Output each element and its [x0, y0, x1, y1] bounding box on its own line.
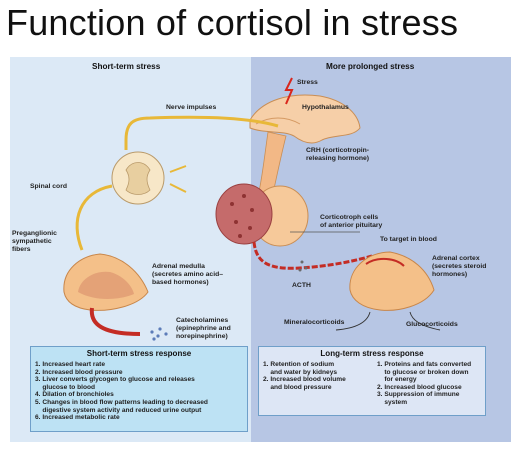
- list-item: and blood pressure: [263, 383, 332, 391]
- glucocorticoid-arrow: [409, 311, 441, 331]
- list-item: 1. Increased heart rate: [35, 361, 106, 368]
- prolonged-stress-header: More prolonged stress: [326, 62, 415, 71]
- adrenal-medulla-label: Adrenal medulla(secretes amino acid–base…: [152, 263, 224, 286]
- spinal-cord-label: Spinal cord: [30, 183, 68, 190]
- short-term-response-list: 1. Increased heart rate 2. Increased blo…: [31, 361, 247, 422]
- long-term-response-title: Long-term stress response: [320, 349, 424, 358]
- mineralocorticoid-arrow: [335, 311, 371, 331]
- short-term-response-box: Short-term stress response 1. Increased …: [30, 346, 248, 432]
- list-item: 6. Increased metabolic rate: [35, 414, 120, 422]
- mineralocorticoid-effects-list: 1. Retention of sodium and water by kidn…: [259, 361, 367, 407]
- list-item: to glucose or broken down: [377, 368, 469, 376]
- mineralocorticoids-label: Mineralocorticoids: [284, 319, 345, 326]
- anterior-pituitary: [215, 183, 273, 245]
- page-title: Function of cortisol in stress: [6, 2, 459, 43]
- list-item: 1. Retention of sodium: [263, 361, 335, 368]
- list-item: glucose to blood: [35, 383, 96, 391]
- short-term-response-title: Short-term stress response: [86, 349, 192, 358]
- list-item: 1. Proteins and fats converted: [377, 361, 472, 368]
- acth-label: ACTH: [292, 282, 311, 289]
- list-item: 5. Changes in blood flow patterns leadin…: [35, 398, 208, 406]
- short-term-header: Short-term stress: [92, 62, 161, 71]
- list-item: 2. Increased blood volume: [263, 376, 346, 384]
- blood-vessel-left: [89, 307, 141, 336]
- list-item: 3. Suppression of immune: [377, 391, 460, 399]
- list-item: 3. Liver converts glycogen to glucose an…: [35, 376, 195, 384]
- adrenal-gland-right: [349, 251, 435, 311]
- target-blood-label: To target in blood: [380, 236, 437, 243]
- long-term-response-box: Long-term stress response 1. Retention o…: [258, 346, 486, 416]
- stress-lightning-icon: [284, 77, 294, 105]
- list-item: and water by kidneys: [263, 368, 338, 376]
- crh-label: CRH (corticotropin-releasing hormone): [306, 147, 370, 162]
- list-item: 4. Dilation of bronchioles: [35, 391, 114, 399]
- nerve-impulses-label: Nerve impulses: [166, 104, 217, 111]
- hypothalamus-label: Hypothalamus: [302, 104, 349, 111]
- portal-blood-vessel: [252, 241, 373, 270]
- glucocorticoids-label: Glucocorticoids: [406, 321, 458, 328]
- hypothalamus-shape: [249, 94, 361, 144]
- stress-label: Stress: [297, 79, 318, 86]
- preganglionic-fiber: [75, 184, 113, 251]
- nerve-path: [124, 115, 279, 150]
- list-item: for energy: [377, 376, 417, 384]
- list-item: 2. Increased blood glucose: [377, 383, 462, 391]
- list-item: system: [377, 398, 408, 406]
- list-item: 2. Increased blood pressure: [35, 368, 123, 376]
- glucocorticoid-effects-list: 1. Proteins and fats converted to glucos…: [373, 361, 471, 407]
- list-item: digestive system activity and reduced ur…: [35, 406, 202, 414]
